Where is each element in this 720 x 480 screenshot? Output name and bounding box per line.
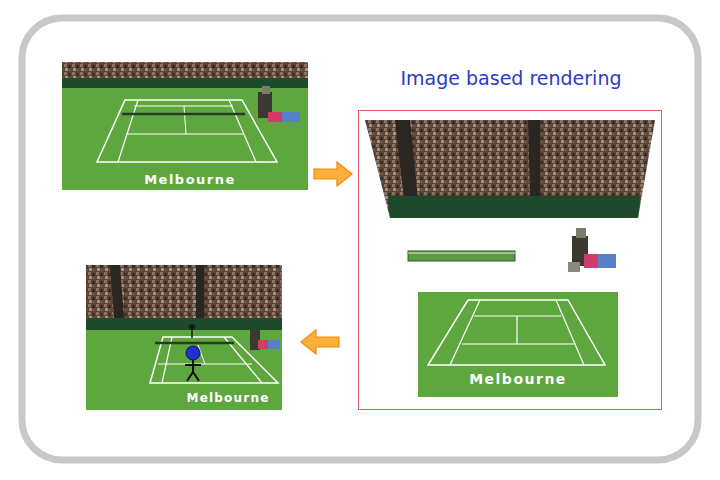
frame (22, 18, 698, 460)
stands-layer-part (388, 196, 640, 218)
rendered-view-part (189, 324, 195, 330)
rendered-view-part (268, 340, 280, 349)
source-photo-part (184, 106, 186, 134)
source-photo-part (134, 106, 233, 107)
stands-layer-part (395, 120, 418, 200)
rendering-panel: Image based renderingMelbourne (358, 110, 662, 410)
source-photo (62, 62, 308, 190)
source-photo-part (126, 133, 243, 134)
stands-layer-part (365, 120, 655, 218)
court-layer-frame: Melbourne (418, 292, 618, 397)
rendered-view (86, 265, 282, 410)
source-photo-part (97, 100, 277, 162)
rendered-view-part (193, 372, 199, 381)
umpire-chair-layer (568, 228, 616, 272)
source-photo-part (118, 100, 138, 162)
court-label: Melbourne (469, 371, 567, 388)
rendered-view-part (86, 318, 282, 330)
court-layer-part (450, 300, 480, 365)
frame-part (22, 18, 698, 460)
stands-layer (365, 120, 655, 218)
source-photo-part (229, 100, 256, 162)
court-label: Melbourne (187, 391, 270, 405)
rendered-view-part (185, 364, 201, 366)
rendered-view-part (258, 340, 268, 349)
rendered-view-part (86, 330, 282, 410)
rendered-view-part (86, 265, 282, 320)
net-layer-part (408, 251, 515, 261)
source-photo-part (62, 62, 308, 80)
panel-title: Image based rendering (400, 67, 621, 90)
court-label: Melbourne (144, 172, 236, 188)
block-arrow (301, 330, 339, 354)
net-layer-part (408, 253, 515, 254)
court-layer (418, 292, 618, 397)
court-layer-part (418, 292, 618, 397)
source-photo-part (262, 86, 270, 94)
source-photo-part (122, 113, 245, 116)
court-layer-part (462, 343, 574, 344)
source-photo-part (62, 78, 308, 88)
rendered-view-part (191, 330, 193, 338)
net-layer (408, 251, 515, 261)
rendered-view-part (150, 337, 278, 383)
court-layer-part (516, 316, 517, 344)
umpire-chair-layer-part (576, 228, 586, 238)
rendered-view-part (196, 265, 204, 318)
source-photo-part (62, 88, 308, 190)
source-photo-part (282, 112, 300, 122)
stands-layer-part (528, 120, 540, 200)
source-frame: Melbourne (62, 62, 308, 190)
rendered-view-part (110, 265, 124, 318)
rendered-view-part (155, 342, 234, 345)
court-layer-part (556, 300, 584, 365)
rendered-view-part (187, 372, 193, 381)
umpire-chair-layer-part (568, 262, 580, 272)
court-layer-part (428, 300, 605, 365)
block-arrow (314, 162, 352, 186)
rendered-frame: Melbourne (86, 265, 282, 410)
umpire-chair-layer-part (598, 254, 616, 268)
source-photo-part (268, 112, 282, 122)
rendered-view-part (186, 346, 200, 360)
umpire-chair-layer-part (584, 254, 598, 268)
